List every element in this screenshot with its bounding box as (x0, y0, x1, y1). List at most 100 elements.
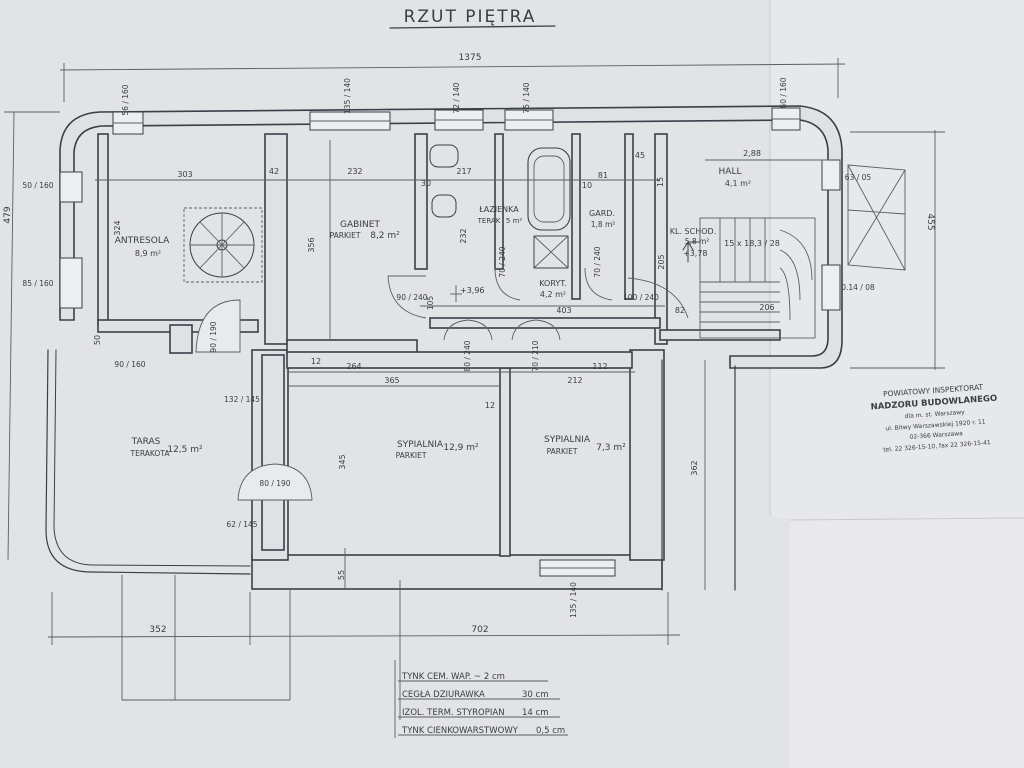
svg-text:+3,78: +3,78 (683, 249, 708, 258)
svg-text:KL. SCHOD.: KL. SCHOD. (670, 227, 716, 236)
svg-text:30: 30 (421, 179, 431, 188)
bathroom-fixtures (429, 144, 571, 269)
svg-text:12,5 m²: 12,5 m² (167, 445, 203, 455)
svg-text:352: 352 (149, 625, 166, 635)
legend-row-4: TYNK CIENKOWARSTWOWY (401, 726, 519, 736)
spiral-staircase (183, 207, 263, 283)
svg-text:63 / 05: 63 / 05 (845, 173, 872, 182)
svg-text:ANTRESOLA: ANTRESOLA (115, 236, 170, 246)
svg-text:85 / 160: 85 / 160 (22, 279, 53, 288)
svg-text:5,8 m²: 5,8 m² (685, 237, 710, 246)
svg-text:82: 82 (675, 306, 685, 315)
door-swings (195, 267, 689, 501)
svg-text:4,1 m²: 4,1 m² (725, 179, 751, 188)
svg-text:PARKIET: PARKIET (547, 447, 578, 456)
svg-text:2,88: 2,88 (743, 149, 761, 158)
svg-text:56 / 160: 56 / 160 (121, 84, 130, 115)
svg-text:205: 205 (657, 254, 666, 269)
svg-text:12: 12 (485, 401, 495, 410)
svg-text:403: 403 (556, 306, 571, 315)
svg-text:50: 50 (93, 335, 102, 345)
dimension-labels: 303 42 232 217 81 2,88 45 30 10 15 324 3… (93, 149, 775, 580)
svg-text:105: 105 (426, 296, 435, 311)
svg-text:SYPIALNIA: SYPIALNIA (397, 440, 444, 450)
svg-text:70 / 240: 70 / 240 (593, 246, 602, 277)
svg-text:356: 356 (307, 237, 316, 252)
svg-text:90 / 240: 90 / 240 (396, 293, 427, 302)
svg-text:+3,96: +3,96 (460, 286, 485, 295)
svg-text:1375: 1375 (459, 53, 482, 63)
svg-text:42: 42 (269, 167, 279, 176)
svg-text:15 x 18,3 / 28: 15 x 18,3 / 28 (724, 239, 780, 248)
svg-text:81: 81 (598, 171, 608, 180)
svg-text:62 / 145: 62 / 145 (226, 520, 257, 529)
svg-text:132 / 145: 132 / 145 (224, 395, 260, 404)
svg-text:50 / 160: 50 / 160 (22, 181, 53, 190)
svg-text:365: 365 (384, 376, 399, 385)
windows (59, 107, 841, 577)
svg-text:TARAS: TARAS (131, 437, 161, 447)
svg-text:GARD.: GARD. (589, 209, 615, 218)
svg-text:55: 55 (337, 570, 346, 580)
svg-text:232: 232 (459, 228, 468, 243)
svg-text:ŁAZIENKA: ŁAZIENKA (478, 205, 519, 214)
svg-text:702: 702 (471, 625, 488, 635)
terrace-steps (121, 575, 291, 701)
svg-text:206: 206 (759, 303, 774, 312)
interior-walls (97, 133, 781, 551)
svg-text:135 / 140: 135 / 140 (569, 582, 578, 618)
svg-text:HALL: HALL (719, 167, 742, 177)
svg-text:45: 45 (635, 151, 645, 160)
svg-text:5 m²: 5 m² (506, 217, 522, 225)
door-dimension-labels: 90 / 240 70 / 240 70 / 240 100 / 240 80 … (209, 246, 659, 529)
svg-text:SYPIALNIA: SYPIALNIA (544, 435, 591, 445)
svg-text:70 / 210: 70 / 210 (531, 340, 540, 371)
svg-text:72 / 140: 72 / 140 (452, 82, 461, 113)
overall-dimension-left: 479 (3, 111, 60, 561)
svg-text:12: 12 (311, 357, 321, 366)
svg-text:12,9 m²: 12,9 m² (443, 443, 479, 453)
svg-text:0.14 / 08: 0.14 / 08 (841, 283, 875, 292)
legend-row-2: CEGŁA DZIURAWKA (402, 690, 485, 700)
wall-legend: TYNK CEM. WAP. ~ 2 cm CEGŁA DZIURAWKA 30… (394, 660, 568, 738)
svg-text:80 / 190: 80 / 190 (259, 479, 290, 488)
svg-text:60 / 160: 60 / 160 (779, 77, 788, 108)
svg-text:02-366 Warszawa: 02-366 Warszawa (909, 430, 963, 441)
roof-hatch (847, 164, 906, 271)
svg-text:GABINET: GABINET (340, 220, 380, 230)
svg-text:217: 217 (456, 167, 471, 176)
svg-text:8,9 m²: 8,9 m² (135, 249, 161, 258)
bottom-dimension: 352 702 (47, 592, 681, 645)
svg-text:303: 303 (177, 170, 192, 179)
legend-row-3-value: 14 cm (522, 708, 548, 718)
svg-text:479: 479 (3, 206, 13, 223)
overall-dimension-top: 1375 (59, 53, 846, 102)
svg-text:KORYT.: KORYT. (539, 279, 567, 288)
svg-text:80 / 240: 80 / 240 (463, 340, 472, 371)
svg-text:90 / 160: 90 / 160 (114, 360, 145, 369)
plan-title: RZUT PIĘTRA (404, 7, 537, 27)
svg-text:90 / 190: 90 / 190 (209, 321, 218, 352)
svg-text:324: 324 (113, 220, 122, 235)
svg-text:15: 15 (656, 177, 665, 187)
overall-dimension-right: 455 (850, 130, 945, 370)
svg-text:TERAKOTA: TERAKOTA (130, 449, 171, 458)
svg-text:212: 212 (567, 376, 582, 385)
svg-text:10: 10 (582, 181, 592, 190)
svg-text:1,8 m²: 1,8 m² (591, 220, 616, 229)
svg-text:8,2 m²: 8,2 m² (370, 231, 400, 241)
svg-text:75 / 140: 75 / 140 (522, 82, 531, 113)
legend-row-1: TYNK CEM. WAP. ~ 2 cm (401, 672, 505, 682)
paper-overlap-sheet (790, 518, 1024, 768)
svg-text:7,3 m²: 7,3 m² (596, 443, 626, 453)
svg-text:135 / 140: 135 / 140 (343, 78, 352, 114)
svg-text:PARKIET: PARKIET (330, 231, 361, 240)
svg-text:4,2 m²: 4,2 m² (540, 290, 566, 299)
svg-text:112: 112 (592, 362, 607, 371)
svg-text:70 / 240: 70 / 240 (498, 246, 507, 277)
internal-dimension-lines (95, 140, 830, 720)
legend-row-4-value: 0,5 cm (536, 726, 565, 736)
svg-text:TERAK: TERAK (477, 217, 501, 225)
svg-text:264: 264 (346, 362, 361, 371)
main-staircase (682, 217, 816, 339)
